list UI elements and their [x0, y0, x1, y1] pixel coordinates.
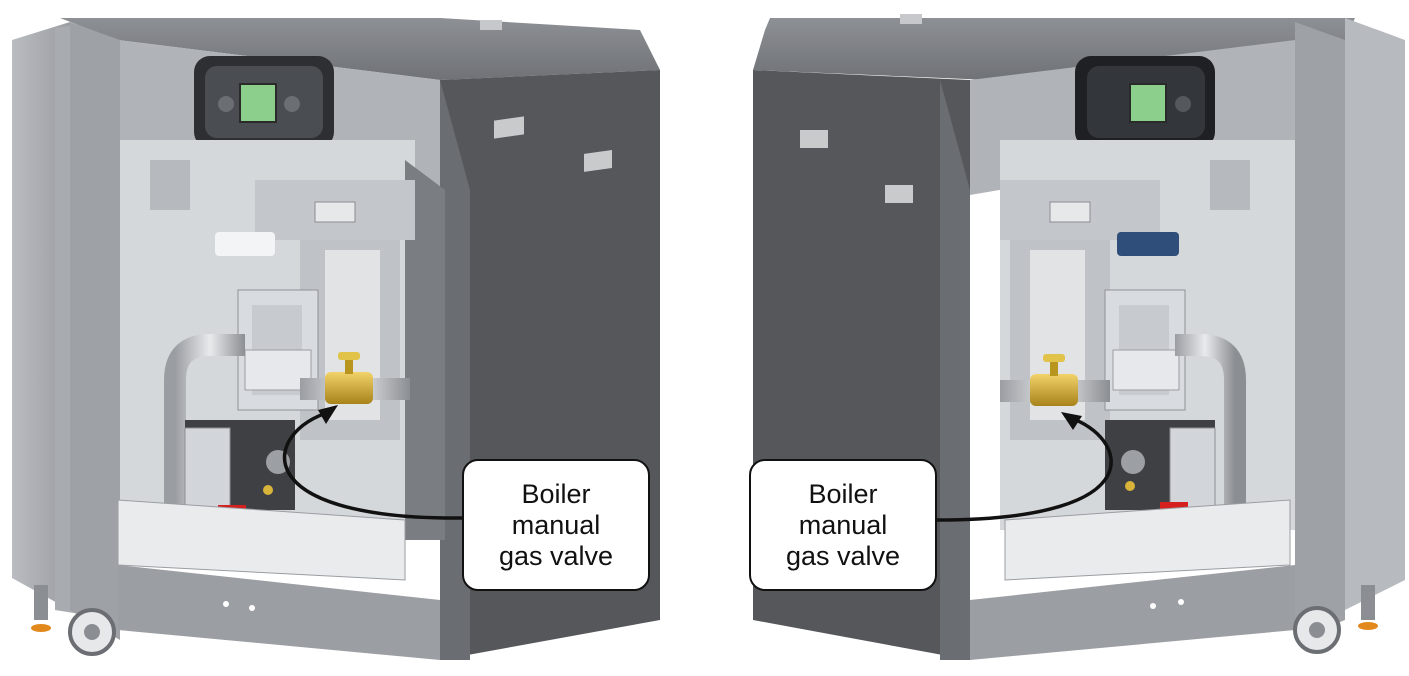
cabinet-top — [60, 18, 660, 80]
leader-arrow — [936, 412, 1113, 522]
callout-line: Boiler — [808, 478, 878, 509]
callout-line: Boiler — [521, 478, 591, 509]
callout-line: gas valve — [785, 540, 901, 571]
callout-line: manual — [511, 509, 601, 540]
callout-line: manual — [798, 509, 888, 540]
callout-line: gas valve — [498, 540, 614, 571]
cabinet-right-side — [1345, 18, 1405, 610]
manual-gas-valve — [325, 352, 373, 404]
callout-boiler-manual-gas-valve-right: Boiler manual gas valve — [749, 459, 937, 591]
left-boiler-illustration: Boiler manual gas valve — [0, 0, 704, 676]
manual-gas-valve — [1030, 354, 1078, 406]
caster-wheel — [31, 585, 116, 656]
callout-boiler-manual-gas-valve-left: Boiler manual gas valve — [462, 459, 650, 591]
caster-wheel — [1293, 585, 1378, 654]
leader-arrow — [282, 405, 464, 520]
right-boiler-illustration: Boiler manual gas valve — [705, 0, 1409, 676]
gas-valve-assembly — [1104, 289, 1186, 411]
control-display — [1075, 56, 1215, 148]
cabinet-top — [753, 18, 1355, 80]
control-display — [194, 56, 334, 148]
